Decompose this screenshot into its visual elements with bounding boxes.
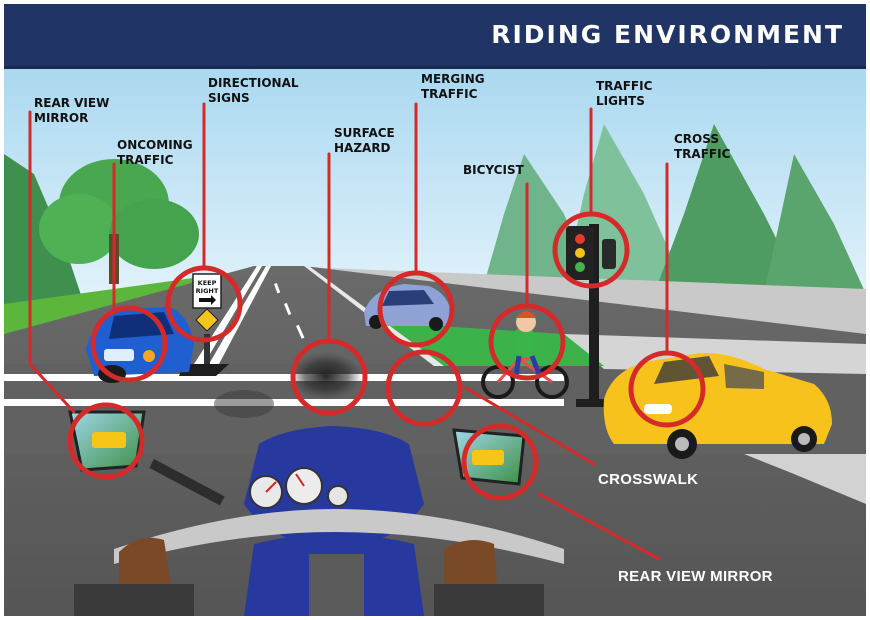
sidewalk-bottom-right: [744, 454, 866, 504]
left-mirror: [68, 410, 225, 506]
circle-crosswalk: [385, 349, 463, 427]
surface-hazard-pothole: [290, 352, 362, 400]
circle-cross-traffic: [628, 350, 706, 428]
circle-traffic-lights: [552, 211, 630, 289]
riding-scene: KEEP RIGHT: [4, 66, 866, 616]
circle-right-mirror: [461, 423, 539, 501]
label-oncoming-traffic: ONCOMING TRAFFIC: [117, 138, 193, 167]
label-rear-view-mirror-bottom: REAR VIEW MIRROR: [618, 568, 773, 585]
merging-car: [364, 284, 452, 331]
label-crosswalk: CROSSWALK: [598, 471, 699, 488]
label-merging-traffic: MERGING TRAFFIC: [421, 72, 485, 101]
bicyclist: [481, 311, 569, 399]
page-title: RIDING ENVIRONMENT: [491, 20, 844, 49]
circle-left-mirror: [67, 402, 145, 480]
label-cross-traffic: CROSS TRAFFIC: [674, 132, 731, 161]
sign-line1: KEEP: [198, 279, 217, 287]
circle-merging-traffic: [377, 270, 455, 348]
circle-directional-signs: [165, 265, 243, 343]
label-surface-hazard: SURFACE HAZARD: [334, 126, 395, 155]
diamond-sign-icon: [195, 308, 219, 332]
keep-right-sign-icon: KEEP RIGHT: [179, 273, 229, 376]
circle-surface-hazard: [290, 338, 368, 416]
callout-lines: [28, 102, 669, 561]
header-banner: RIDING ENVIRONMENT: [4, 4, 866, 69]
traffic-light-icon: [566, 224, 616, 407]
callout-circles: [67, 211, 706, 501]
label-directional-signs: DIRECTIONAL SIGNS: [208, 76, 299, 105]
circle-bicyclist: [488, 303, 566, 381]
illustration-frame: KEEP RIGHT: [4, 4, 866, 616]
label-rear-view-mirror-top: REAR VIEW MIRROR: [34, 96, 110, 125]
label-traffic-lights: TRAFFIC LIGHTS: [596, 79, 653, 108]
circle-oncoming-traffic: [90, 305, 168, 383]
label-bicycist: BICYCIST: [463, 163, 524, 177]
sign-line2: RIGHT: [196, 287, 219, 295]
motorcycle: [74, 426, 564, 616]
road-shadow: [214, 390, 274, 418]
